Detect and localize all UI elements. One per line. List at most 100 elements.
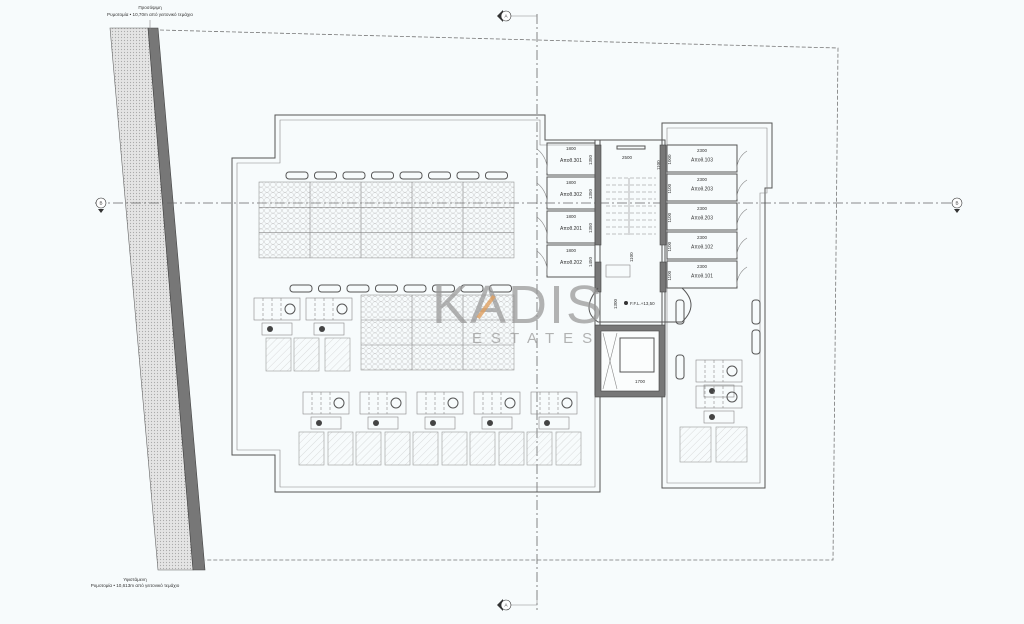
hatched-pad <box>469 431 496 466</box>
hatched-pad <box>526 431 553 466</box>
water-heater-unit <box>695 385 743 424</box>
storage-depth: 1100 <box>667 241 672 251</box>
storage-label: Αποθ.201 <box>560 226 582 232</box>
pump-box <box>313 322 345 336</box>
heater-frame <box>473 391 521 415</box>
panel-tank <box>314 171 337 180</box>
storage-depth: 1350 <box>588 188 593 199</box>
pump-icon <box>709 388 715 394</box>
svg-text:ESTATES: ESTATES <box>472 330 601 347</box>
panel-tank <box>456 171 480 180</box>
panel-tank <box>342 171 366 180</box>
hatched-pad <box>293 337 320 372</box>
hatched-pad <box>298 431 325 466</box>
pump-icon <box>487 420 493 426</box>
panel-tank <box>289 284 313 293</box>
storage-width: 2300 <box>697 235 708 240</box>
plot-boundary <box>159 29 839 561</box>
panel-tank <box>399 171 423 180</box>
section-label: A <box>505 603 508 608</box>
pump-box <box>424 416 456 430</box>
heater-tank <box>561 397 573 409</box>
dim-lift: 1700 <box>635 379 646 384</box>
storage-depth: 1000 <box>667 154 672 165</box>
panel-tank <box>489 284 512 293</box>
heater-frame <box>695 385 743 409</box>
storage-label: Αποθ.101 <box>691 274 713 280</box>
storage-width: 1800 <box>566 146 577 151</box>
pump-box <box>261 322 293 336</box>
panel-tank <box>318 284 341 293</box>
heater-tank <box>447 397 459 409</box>
storage-label: Αποθ.203 <box>691 216 713 222</box>
panel-tank <box>432 284 455 293</box>
pump-icon <box>319 326 325 332</box>
water-heater-unit <box>359 391 407 430</box>
heater-frame <box>253 297 301 321</box>
main-roof-outline <box>231 114 601 493</box>
storage-depth: 1100 <box>667 212 672 222</box>
heater-frame <box>359 391 407 415</box>
panel-tank <box>375 284 398 293</box>
solar-panel-array <box>258 171 515 259</box>
boundary-wall-dark <box>147 27 206 571</box>
heater-frame <box>530 391 578 415</box>
section-marker-a-bottom: A <box>497 597 538 611</box>
hatched-pad <box>679 426 712 463</box>
storage-room-outline <box>666 202 738 231</box>
bottom-note-text: Ρυμοτομία • 10,613m από γειτονικό τεμάχι… <box>91 582 180 588</box>
panel-tank <box>428 171 451 180</box>
water-heater-unit <box>302 391 350 430</box>
water-heater-unit <box>473 391 521 430</box>
heater-tank <box>726 391 738 403</box>
heater-tank <box>333 397 345 409</box>
dim-stair-depth: 1100 <box>656 160 661 170</box>
storage-depth: 1100 <box>667 183 672 193</box>
storage-room-outline <box>546 142 596 176</box>
level-text: F.F.L.+13,50 <box>630 301 655 306</box>
pump-icon <box>267 326 273 332</box>
hatched-pad <box>441 431 468 466</box>
pump-icon <box>373 420 379 426</box>
heater-frame <box>416 391 464 415</box>
heater-tank <box>726 365 738 377</box>
heater-tank <box>504 397 516 409</box>
door-swing <box>536 148 548 174</box>
pump-box <box>703 410 735 424</box>
storage-room-outline <box>666 144 738 173</box>
panel-tank <box>346 284 370 293</box>
heater-frame <box>302 391 350 415</box>
section-label: A <box>505 14 508 19</box>
storage-room-outline <box>546 244 596 278</box>
storage-label: Αποθ.301 <box>560 158 582 164</box>
dim-lobby: 1300 <box>613 298 618 309</box>
heater-tank <box>284 303 296 315</box>
solar-panel-grid <box>360 294 515 371</box>
door-swing <box>536 250 548 276</box>
watermark-logo: KADIS ESTATES <box>432 275 602 347</box>
pump-box <box>538 416 570 430</box>
top-note-text: Ρυμοτομία • 10,70m από γειτονικό τεμάχιο <box>107 11 193 17</box>
bottom-note-title: Υφιστάμενη <box>123 576 147 582</box>
right-roof-outline <box>661 122 773 489</box>
door-swing <box>736 208 748 229</box>
hatched-pad <box>327 431 354 466</box>
heater-tank <box>336 303 348 315</box>
storage-depth: 1350 <box>588 154 593 165</box>
door-swing <box>736 266 748 287</box>
heater-frame <box>305 297 353 321</box>
section-label: B <box>956 201 959 206</box>
storage-label: Αποθ.302 <box>560 192 582 198</box>
solar-panel-grid <box>258 181 515 259</box>
storage-width: 1800 <box>566 180 577 185</box>
panel-tank <box>285 171 309 180</box>
storage-depth: 1100 <box>667 270 672 280</box>
storage-room-outline <box>666 173 738 202</box>
